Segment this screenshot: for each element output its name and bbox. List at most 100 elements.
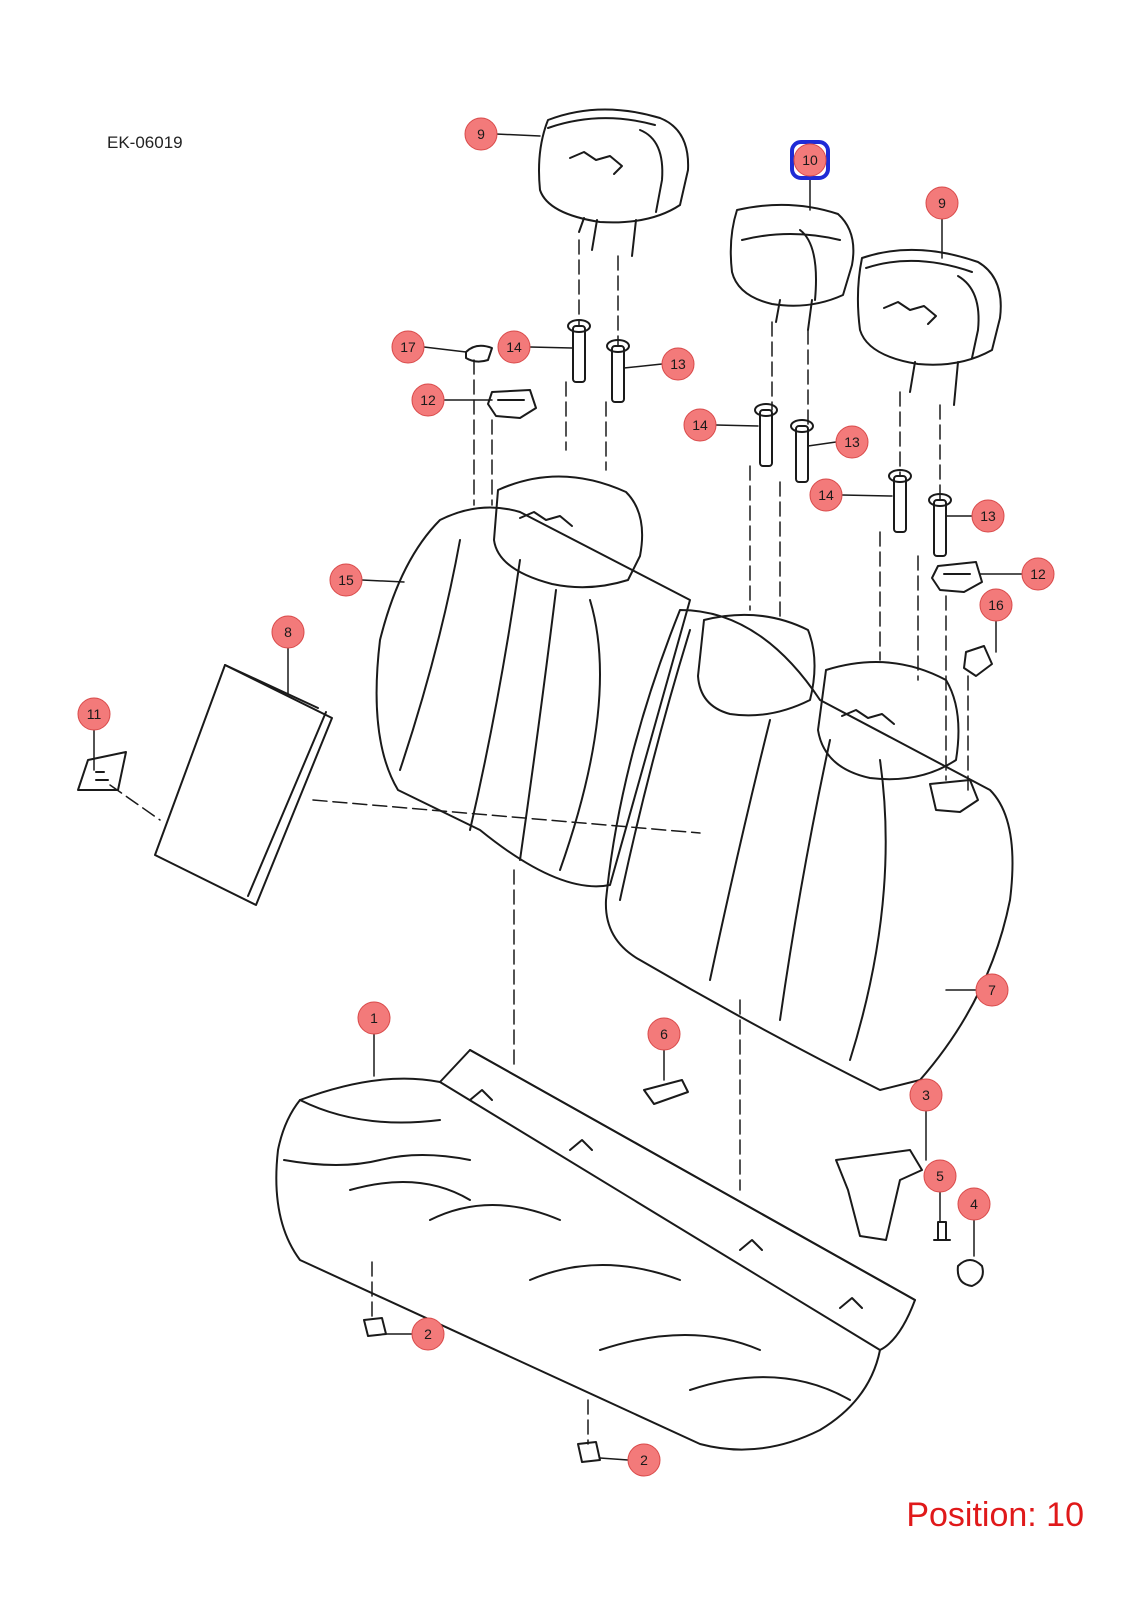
callout-6[interactable]: 6 <box>647 1017 681 1051</box>
callout-circle <box>661 347 695 381</box>
callout-number: 7 <box>988 982 996 998</box>
callout-circle <box>925 186 959 220</box>
callout-number: 10 <box>802 152 818 168</box>
callout-circle <box>411 383 445 417</box>
backrest-right <box>604 609 1014 1091</box>
callout-9[interactable]: 9 <box>464 117 498 151</box>
callout-circle <box>683 408 717 442</box>
callout-7[interactable]: 7 <box>975 973 1009 1007</box>
callout-number: 4 <box>970 1196 978 1212</box>
callout-number: 12 <box>420 392 436 408</box>
callout-number: 3 <box>922 1087 930 1103</box>
callout-number: 6 <box>660 1026 668 1042</box>
callout-14[interactable]: 14 <box>683 408 717 442</box>
callout-circle <box>835 425 869 459</box>
callout-number: 13 <box>670 356 686 372</box>
callout-circle <box>271 615 305 649</box>
callout-circle <box>971 499 1005 533</box>
callout-14[interactable]: 14 <box>809 478 843 512</box>
callout-number: 15 <box>338 572 354 588</box>
callout-circle <box>329 563 363 597</box>
callout-circle <box>909 1078 943 1112</box>
latch-cover-12-left <box>487 389 537 419</box>
position-label: Position: 10 <box>906 1496 1084 1534</box>
callout-10[interactable]: 10 <box>790 140 830 180</box>
assembly-lines <box>109 239 969 1445</box>
callout-circle <box>464 117 498 151</box>
headrest-center <box>729 203 855 331</box>
bracket-11 <box>77 751 127 791</box>
callout-number: 14 <box>818 487 834 503</box>
backrest-panel-8 <box>154 664 333 906</box>
callout-circle <box>647 1017 681 1051</box>
nut-4 <box>956 1259 984 1287</box>
seat-cushion <box>275 1049 916 1451</box>
callout-5[interactable]: 5 <box>923 1159 957 1193</box>
headrest-left-top <box>538 108 690 257</box>
callout-number: 9 <box>477 126 485 142</box>
bracket-3 <box>835 1149 923 1241</box>
callout-9[interactable]: 9 <box>925 186 959 220</box>
callout-2[interactable]: 2 <box>411 1317 445 1351</box>
latch-cover-12-right <box>931 561 983 593</box>
callout-number: 8 <box>284 624 292 640</box>
callout-13[interactable]: 13 <box>835 425 869 459</box>
callout-circle <box>627 1443 661 1477</box>
backrest-left <box>375 475 691 888</box>
callout-number: 5 <box>936 1168 944 1184</box>
callout-number: 2 <box>424 1326 432 1342</box>
guide-sleeves-center <box>754 403 814 483</box>
callout-circle <box>979 588 1013 622</box>
clip-17 <box>465 344 493 363</box>
callout-number: 1 <box>370 1010 378 1026</box>
callout-circle <box>923 1159 957 1193</box>
callout-2[interactable]: 2 <box>627 1443 661 1477</box>
callout-circle <box>497 330 531 364</box>
selected-callout-outline <box>790 140 830 180</box>
headrest-right-top <box>856 248 1002 406</box>
callout-number: 11 <box>87 706 102 722</box>
callout-circle <box>357 1001 391 1035</box>
callout-circle <box>77 697 111 731</box>
callout-circle <box>793 143 827 177</box>
callout-17[interactable]: 17 <box>391 330 425 364</box>
callout-number: 17 <box>400 339 416 355</box>
callout-15[interactable]: 15 <box>329 563 363 597</box>
callout-number: 14 <box>506 339 522 355</box>
callout-3[interactable]: 3 <box>909 1078 943 1112</box>
callout-12[interactable]: 12 <box>1021 557 1055 591</box>
callout-number: 14 <box>692 417 708 433</box>
clip-6 <box>643 1079 689 1105</box>
callout-circle <box>411 1317 445 1351</box>
guide-sleeves-left <box>567 319 630 403</box>
clip-2-lower <box>577 1441 601 1463</box>
leader-lines <box>93 133 1023 1461</box>
callout-circle <box>809 478 843 512</box>
callout-number: 12 <box>1030 566 1046 582</box>
callout-circle <box>975 973 1009 1007</box>
callout-number: 16 <box>988 597 1004 613</box>
callout-number: 9 <box>938 195 946 211</box>
callout-4[interactable]: 4 <box>957 1187 991 1221</box>
diagram-code: EK-06019 <box>107 133 183 152</box>
callout-1[interactable]: 1 <box>357 1001 391 1035</box>
callout-11[interactable]: 11 <box>77 697 111 731</box>
callout-12[interactable]: 12 <box>411 383 445 417</box>
callout-number: 13 <box>980 508 996 524</box>
callout-13[interactable]: 13 <box>971 499 1005 533</box>
callout-16[interactable]: 16 <box>979 588 1013 622</box>
callout-circle <box>957 1187 991 1221</box>
clip-2-upper <box>363 1317 387 1337</box>
callout-circle <box>391 330 425 364</box>
callout-circle <box>1021 557 1055 591</box>
callout-14[interactable]: 14 <box>497 330 531 364</box>
callout-8[interactable]: 8 <box>271 615 305 649</box>
callout-13[interactable]: 13 <box>661 347 695 381</box>
callout-number: 13 <box>844 434 860 450</box>
bolt-5 <box>933 1221 951 1241</box>
bracket-15 <box>963 645 993 677</box>
guide-sleeves-right <box>888 469 952 557</box>
